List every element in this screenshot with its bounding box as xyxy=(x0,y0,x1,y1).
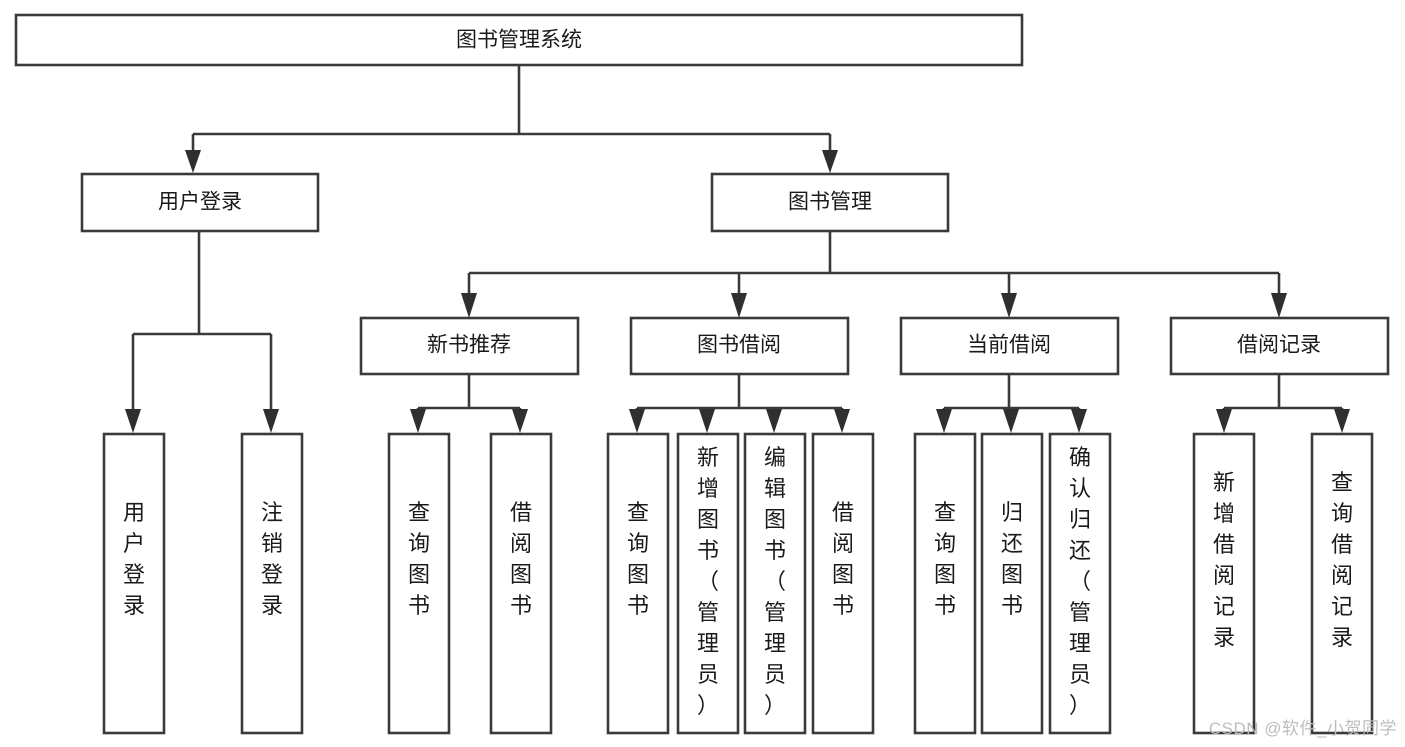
leaf-borrow-record-1-box[interactable] xyxy=(1192,432,1256,735)
leaf-current-borrow-1-label: 查询图书 xyxy=(934,500,956,618)
leaf-user-login-1-label: 用户登录 xyxy=(123,500,145,618)
leaf-borrow-record-2-box[interactable] xyxy=(1310,432,1374,735)
arrow-head-new-book-recommend xyxy=(461,293,477,318)
leaf-borrow-record-1[interactable]: 新增借阅记录 xyxy=(1192,432,1256,735)
leaf-current-borrow-3-label: 确认归还（管理员） xyxy=(1069,445,1091,718)
node-borrow-record[interactable]: 借阅记录 xyxy=(1169,316,1390,376)
arrow-head-borrow-record xyxy=(1271,293,1287,318)
node-current-borrow-box[interactable] xyxy=(899,316,1120,376)
node-book-borrow-label: 图书借阅 xyxy=(697,334,781,357)
node-borrow-record-label: 借阅记录 xyxy=(1237,334,1321,357)
node-root-box[interactable] xyxy=(14,13,1024,67)
arrow-head-book-borrow xyxy=(731,293,747,318)
leaf-new-book-2[interactable]: 借阅图书 xyxy=(489,432,553,735)
leaf-current-borrow-2-label: 归还图书 xyxy=(1001,500,1023,618)
leaf-book-borrow-1[interactable]: 查询图书 xyxy=(606,432,670,735)
leaf-user-login-1[interactable]: 用户登录 xyxy=(102,432,166,735)
leaf-new-book-1[interactable]: 查询图书 xyxy=(387,432,451,735)
leaf-book-borrow-3[interactable]: 编辑图书（管理员） xyxy=(743,432,807,735)
node-current-borrow-label: 当前借阅 xyxy=(967,334,1051,357)
node-new-book-recommend-box[interactable] xyxy=(359,316,580,376)
leaf-user-login-1-box[interactable] xyxy=(102,432,166,735)
node-current-borrow[interactable]: 当前借阅 xyxy=(899,316,1120,376)
node-user-login-label: 用户登录 xyxy=(158,191,242,214)
node-book-borrow[interactable]: 图书借阅 xyxy=(629,316,850,376)
node-book-manage[interactable]: 图书管理 xyxy=(710,172,950,233)
node-book-borrow-box[interactable] xyxy=(629,316,850,376)
arrow-head-user-login xyxy=(185,150,201,173)
leaf-current-borrow-2[interactable]: 归还图书 xyxy=(980,432,1044,735)
connector-group xyxy=(125,65,1350,433)
leaf-book-borrow-4-box[interactable] xyxy=(811,432,875,735)
leaf-new-book-2-box[interactable] xyxy=(489,432,553,735)
arrow-head-leaf-borrow-record-2 xyxy=(1334,409,1350,433)
arrow-head-leaf-book-borrow-1 xyxy=(629,409,645,433)
leaf-borrow-record-2[interactable]: 查询借阅记录 xyxy=(1310,432,1374,735)
node-root[interactable]: 图书管理系统 xyxy=(14,13,1024,67)
leaf-borrow-record-1-label: 新增借阅记录 xyxy=(1213,470,1235,650)
arrow-head-leaf-book-borrow-2 xyxy=(699,409,715,433)
leaf-current-borrow-2-box[interactable] xyxy=(980,432,1044,735)
leaf-new-book-1-box[interactable] xyxy=(387,432,451,735)
leaf-book-borrow-1-box[interactable] xyxy=(606,432,670,735)
node-book-manage-box[interactable] xyxy=(710,172,950,233)
arrow-head-leaf-book-borrow-4 xyxy=(834,409,850,433)
csdn-watermark: CSDN @软件_小贺同学 xyxy=(1208,719,1397,738)
leaf-new-book-1-label: 查询图书 xyxy=(408,500,430,618)
leaf-current-borrow-3-box[interactable] xyxy=(1048,432,1112,735)
node-new-book-recommend-label: 新书推荐 xyxy=(427,334,511,357)
arrow-head-leaf-book-borrow-3 xyxy=(766,409,782,433)
leaf-user-login-2[interactable]: 注销登录 xyxy=(240,432,304,735)
leaf-current-borrow-3[interactable]: 确认归还（管理员） xyxy=(1048,432,1112,735)
node-new-book-recommend[interactable]: 新书推荐 xyxy=(359,316,580,376)
node-root-label: 图书管理系统 xyxy=(456,29,582,52)
leaf-user-login-2-box[interactable] xyxy=(240,432,304,735)
leaf-current-borrow-1-box[interactable] xyxy=(913,432,977,735)
node-user-login[interactable]: 用户登录 xyxy=(80,172,320,233)
leaf-book-borrow-3-label: 编辑图书（管理员） xyxy=(764,445,786,718)
arrow-head-book-manage xyxy=(822,150,838,173)
leaf-book-borrow-2-label: 新增图书（管理员） xyxy=(697,445,719,718)
leaf-book-borrow-2[interactable]: 新增图书（管理员） xyxy=(676,432,740,735)
leaf-book-borrow-1-label: 查询图书 xyxy=(627,500,649,618)
node-user-login-box[interactable] xyxy=(80,172,320,233)
arrow-head-leaf-current-borrow-3 xyxy=(1071,409,1087,433)
node-borrow-record-box[interactable] xyxy=(1169,316,1390,376)
leaf-user-login-2-label: 注销登录 xyxy=(261,500,283,618)
node-book-manage-label: 图书管理 xyxy=(788,191,872,214)
leaf-new-book-2-label: 借阅图书 xyxy=(510,500,532,618)
arrow-head-leaf-new-book-1 xyxy=(410,409,426,433)
arrow-head-leaf-new-book-2 xyxy=(512,409,528,433)
arrow-head-current-borrow xyxy=(1001,293,1017,318)
leaf-current-borrow-1[interactable]: 查询图书 xyxy=(913,432,977,735)
leaf-book-borrow-2-box[interactable] xyxy=(676,432,740,735)
leaf-book-borrow-3-box[interactable] xyxy=(743,432,807,735)
leaf-borrow-record-2-label: 查询借阅记录 xyxy=(1331,470,1353,650)
arrow-head-leaf-user-login-1 xyxy=(125,409,141,433)
arrow-head-leaf-borrow-record-1 xyxy=(1216,409,1232,433)
leaf-book-borrow-4-label: 借阅图书 xyxy=(832,500,854,618)
arrow-head-leaf-user-login-2 xyxy=(263,409,279,433)
arrow-head-leaf-current-borrow-2 xyxy=(1003,409,1019,433)
leaf-book-borrow-4[interactable]: 借阅图书 xyxy=(811,432,875,735)
arrow-head-leaf-current-borrow-1 xyxy=(936,409,952,433)
